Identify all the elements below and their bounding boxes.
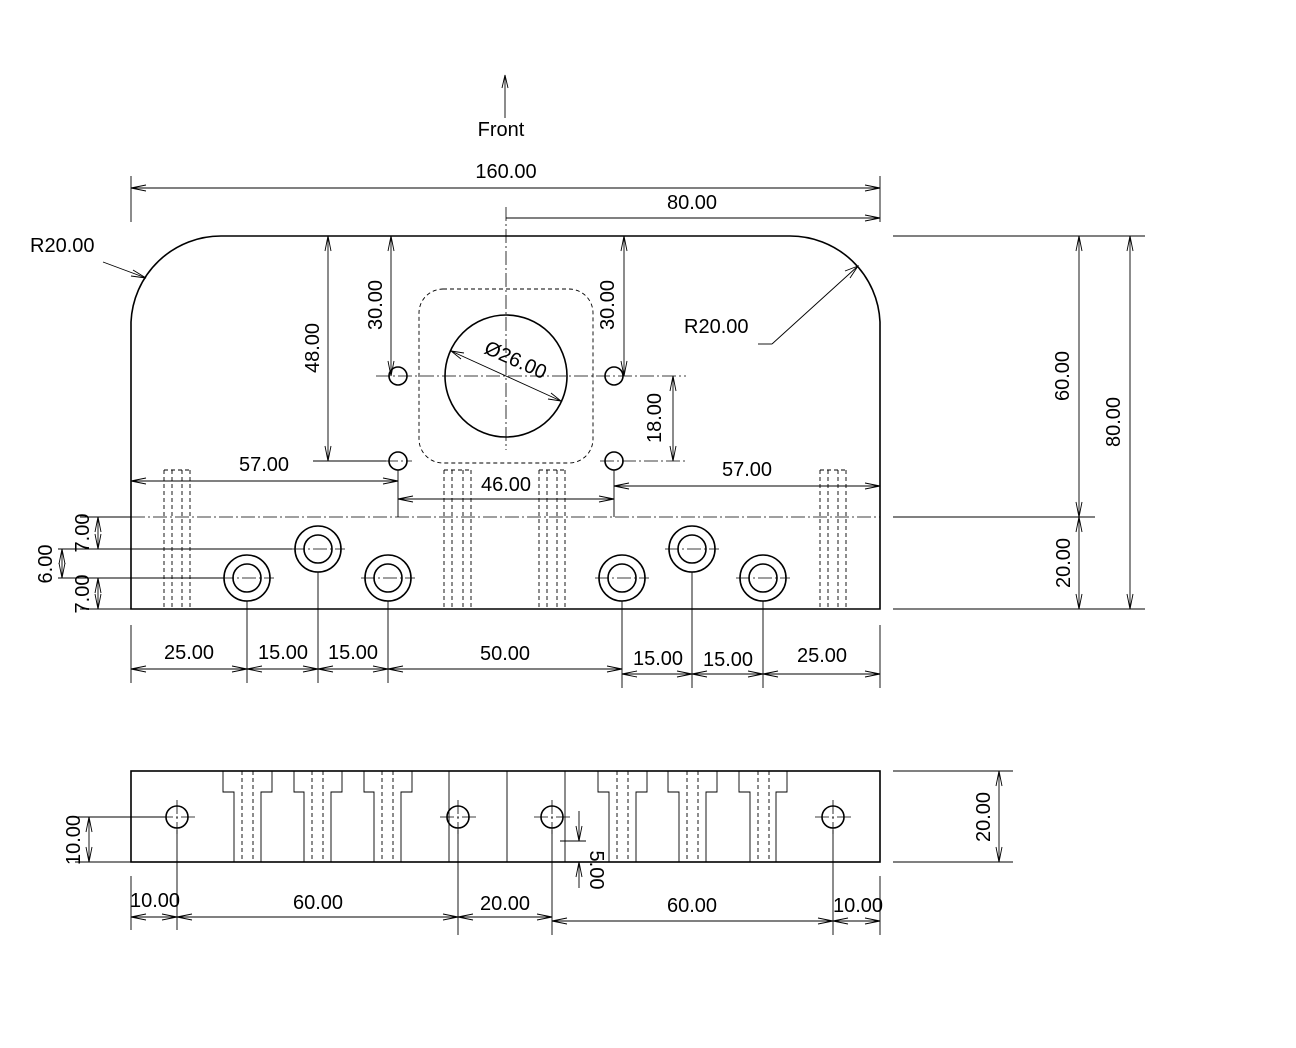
dim-text-side-spacing: 60.00 [293,892,343,914]
mounting-hole [388,366,408,386]
dim-text-radius-right: R20.00 [684,316,749,338]
dim-text-radius-left: R20.00 [30,235,95,257]
dim-text-side-spacing: 60.00 [667,895,717,917]
dim-text-spacing: 15.00 [703,649,753,671]
dim-text-half-width: 80.00 [667,192,717,214]
dim-text-spacing: 15.00 [633,648,683,670]
dim-text-spacing: 25.00 [164,642,214,664]
dim-text-counterbore-offset-bottom: 7.00 [72,575,94,614]
dim-text-spacing: 25.00 [797,645,847,667]
dimension-heights: 60.00 20.00 80.00 [893,235,1145,610]
dimension-hole-spacing-vertical: 18.00 [644,375,677,462]
mounting-hole [604,366,624,386]
dim-text-edge-to-hole-left: 57.00 [239,454,289,476]
dim-text-spacing: 15.00 [258,642,308,664]
dimension-side-hole-height: 10.00 [63,815,166,865]
dim-text-side-spacing: 10.00 [130,890,180,912]
dimension-hole-spacing-horizontal: 46.00 [397,470,615,517]
dim-text-side-hole-height: 10.00 [63,815,85,865]
dim-text-height-lower: 20.00 [1053,538,1075,588]
dim-text-overall-width: 160.00 [475,161,536,183]
side-view-slots [222,771,788,862]
dim-text-bore-diameter: Ø26.00 [481,337,550,384]
dim-text-side-height: 20.00 [973,792,995,842]
front-direction-marker: Front [478,74,525,141]
side-view-holes [159,800,853,834]
dim-text-spacing: 15.00 [328,642,378,664]
side-view [130,770,881,863]
dim-text-hole-offset-left: 48.00 [302,323,324,373]
dimension-overall-width: 160.00 [130,161,881,222]
dimension-side-hole-depth: 5.00 [560,811,607,889]
dimension-side-height: 20.00 [893,770,1013,863]
dimension-edge-to-hole-left: 57.00 [130,454,399,485]
dim-text-edge-to-hole-right: 57.00 [722,459,772,481]
dimension-counterbore-offsets: 7.00 6.00 7.00 [35,514,292,614]
dim-text-height-upper: 60.00 [1052,351,1074,401]
counterbored-holes [220,525,790,602]
dim-text-height-total: 80.00 [1103,397,1125,447]
hidden-slots [163,469,847,609]
front-view-outline [130,235,881,610]
dimension-half-width: 80.00 [506,192,881,222]
dim-text-hole-offset-top-left: 30.00 [365,280,387,330]
dimension-hole-offset-top-right: 30.00 [597,235,628,377]
dim-text-hole-spacing-vertical: 18.00 [644,393,666,443]
dim-text-side-spacing: 10.00 [833,895,883,917]
dimension-side-spacing-row: 10.00 60.00 20.00 60.00 10.00 [130,830,883,935]
dimension-hole-offset-top-left: 30.00 [365,235,395,377]
dimension-spacing-row: 25.00 15.00 15.00 50.00 15.00 15.00 25.0… [130,572,881,688]
dim-text-side-hole-depth: 5.00 [585,851,607,890]
dimension-hole-offset-left: 48.00 [302,235,386,462]
dim-text-side-spacing: 20.00 [480,893,530,915]
dim-text-hole-offset-top-right: 30.00 [597,280,619,330]
dim-text-hole-spacing-horizontal: 46.00 [481,474,531,496]
dimension-radius-left: R20.00 [30,235,147,279]
dim-text-counterbore-spacing: 6.00 [35,545,57,584]
front-label: Front [478,119,525,141]
dimension-radius-right: R20.00 [684,265,860,345]
dimension-edge-to-hole-right: 57.00 [613,459,881,490]
dim-text-counterbore-offset-top: 7.00 [72,514,94,553]
dim-text-spacing: 50.00 [480,643,530,665]
side-view-outline [130,770,881,863]
